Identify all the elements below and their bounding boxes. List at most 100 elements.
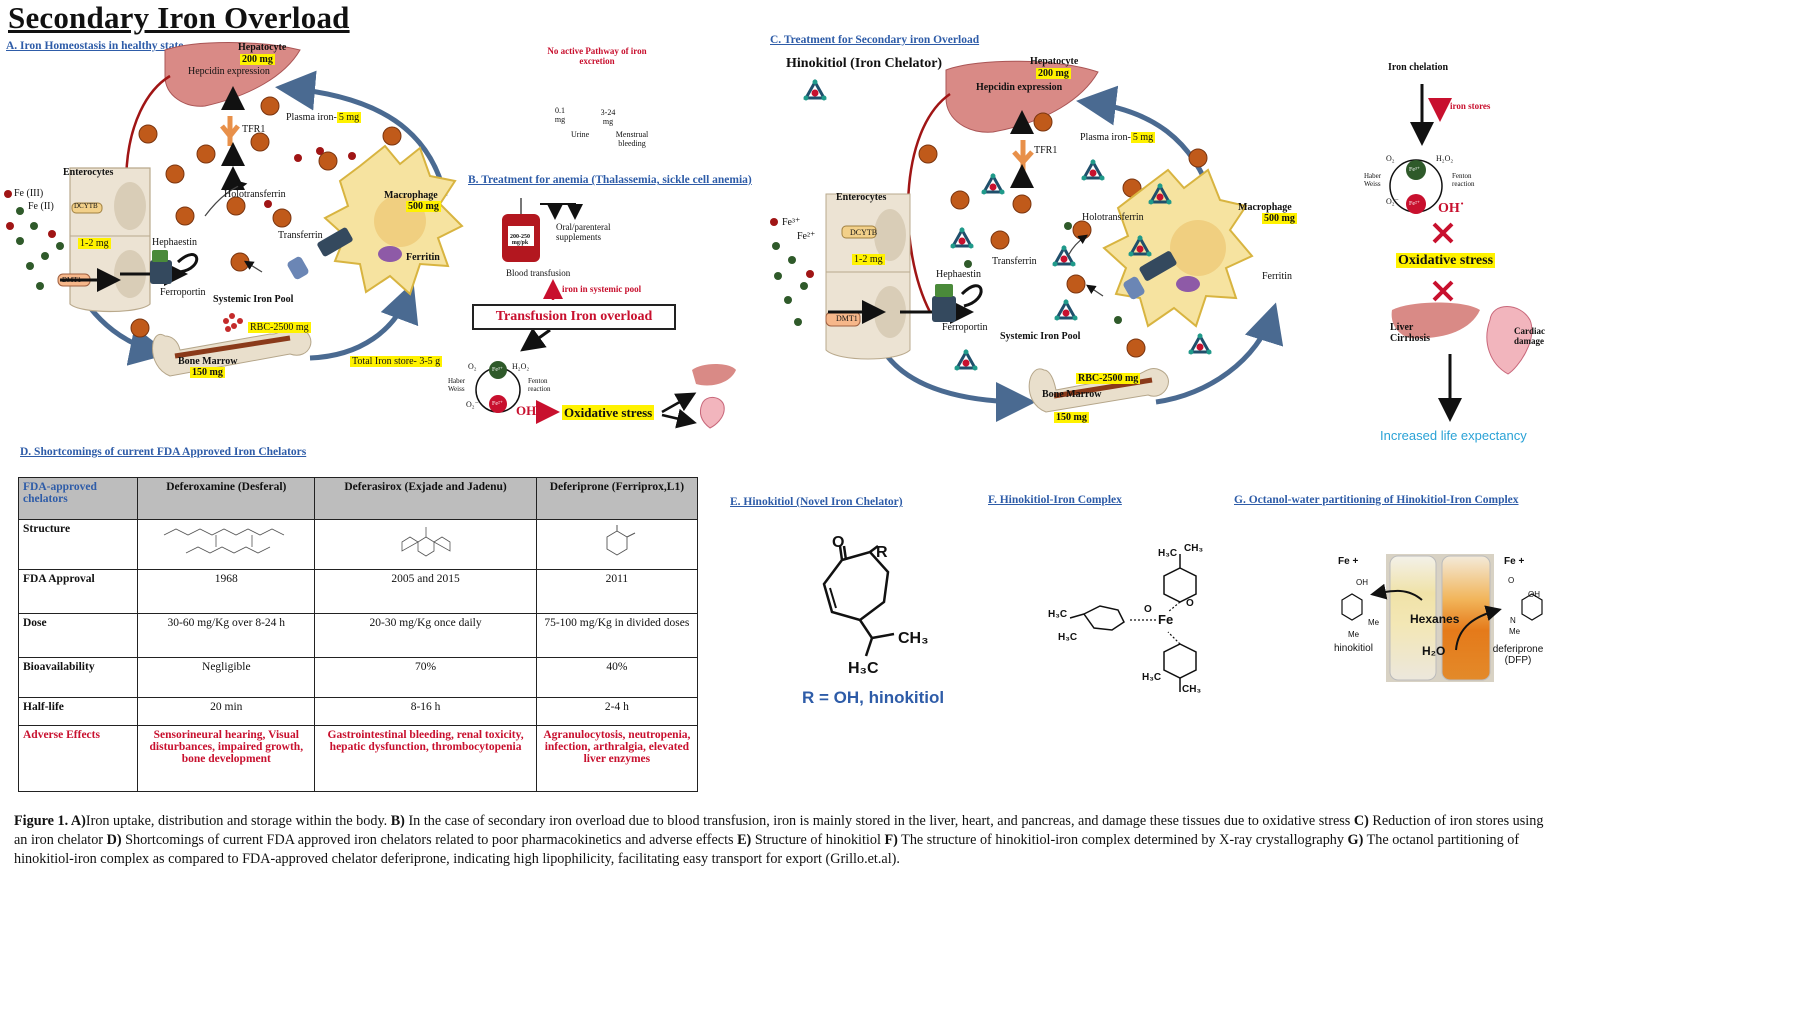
a-fe3-label: Fe (III): [14, 188, 44, 199]
table-row-label: FDA Approval: [17, 569, 139, 614]
caption-tag-b: B): [390, 813, 405, 829]
hinokitiol-iron-complex: [1069, 554, 1197, 692]
b-bag-label: 200-250 mg/pk: [510, 234, 530, 246]
c-fe2-label: Fe²⁺: [797, 231, 816, 242]
caption-text-g: The octanol partitioning of hinokitiol-i…: [14, 832, 1520, 867]
e-ch3-label: CH₃: [898, 630, 929, 647]
a-dcytb-label: DCYTB: [74, 202, 98, 210]
f-o-label: O: [1144, 604, 1152, 615]
table-row: Half-life 20 min 8-16 h 2-4 h: [17, 697, 699, 726]
c-heart-icon: [1486, 306, 1533, 375]
c-o2-label: O₂: [1386, 154, 1395, 163]
caption-tag-c: C): [1353, 813, 1369, 829]
b-heart-icon: [699, 397, 725, 429]
c-transferrin-label: Transferrin: [992, 256, 1037, 267]
a-absorb-mg: 1-2 mg: [78, 238, 111, 249]
c-haber-label: Haber Weiss: [1364, 172, 1382, 188]
a-mens-label: Menstrual bleeding: [615, 130, 649, 148]
b-transfusion-box: Transfusion Iron overload: [472, 304, 676, 330]
g-n-label: N: [1510, 616, 1516, 625]
a-no-excretion: No active Pathway of iron excretion: [547, 46, 647, 66]
caption-tag-e: E): [737, 832, 752, 848]
structure-deferasirox: [314, 519, 537, 570]
a-hepcidin-label: Hepcidin expression: [188, 66, 270, 77]
table-row-label: Structure: [17, 519, 139, 570]
figure-caption: Figure 1. A)Iron uptake, distribution an…: [14, 812, 1559, 869]
g-hinokitiol-label: hinokitiol: [1334, 643, 1373, 654]
b-transfusion-label: Blood transfusion: [506, 268, 571, 278]
c-oxidative-label: Oxidative stress: [1396, 253, 1496, 268]
b-o2m-label: O₂⁻: [466, 400, 479, 409]
deferoxamine-structure-icon: [164, 528, 285, 554]
table-cell: 20 min: [137, 697, 316, 726]
g-me-left-2: Me: [1368, 618, 1380, 627]
g-me-left: Me: [1348, 630, 1360, 639]
c-plasma-label: Plasma iron-: [1080, 132, 1131, 143]
e-h3c-label: H₃C: [848, 660, 879, 677]
c-chelator-label: Hinokitiol (Iron Chelator): [786, 56, 943, 71]
c-fenton-label: Fenton reaction: [1452, 172, 1475, 188]
table-cell: 40%: [535, 657, 699, 698]
panel-g-heading: G. Octanol-water partitioning of Hinokit…: [1234, 494, 1519, 506]
c-macrophage-mg: 500 mg: [1262, 213, 1297, 224]
e-o-label: O: [832, 534, 845, 551]
f-h3c-bottom: H₃C: [1142, 672, 1162, 683]
a-hepatocyte-mg: 200 mg: [240, 54, 275, 65]
c-bone-marrow-mg: 150 mg: [1054, 412, 1089, 423]
table-row: Dose 30-60 mg/Kg over 8-24 h 20-30 mg/Kg…: [17, 613, 699, 658]
c-ferritin-label: Ferritin: [1262, 271, 1292, 282]
c-cardiac-label: Cardiac damage: [1514, 326, 1545, 346]
chelation-flow: [1389, 84, 1533, 422]
f-h3c-left: H₃C: [1048, 609, 1068, 620]
page-title: Secondary Iron Overload: [8, 0, 350, 35]
f-ch3-top: CH₃: [1184, 543, 1204, 554]
b-h2o2-label: H₂O₂: [512, 362, 530, 371]
a-total-store: Total Iron store- 3-5 g: [350, 356, 443, 367]
table-cell: 8-16 h: [314, 697, 537, 726]
c-systemic-pool-label: Systemic Iron Pool: [1000, 331, 1081, 342]
a-tfr1-label: TFR1: [242, 124, 266, 135]
c-h2o2-label: H₂O₂: [1436, 154, 1454, 163]
c-enterocytes-label: Enterocytes: [836, 192, 887, 203]
g-h2o-label: H₂O: [1422, 644, 1446, 658]
c-holotransferrin-label: Holotransferrin: [1082, 212, 1144, 223]
structure-deferoxamine: [137, 519, 316, 570]
caption-tag-f: F): [884, 832, 898, 848]
a-macrophage-label: Macrophage: [384, 190, 438, 201]
c-o2m-label: O₂⁻: [1386, 197, 1399, 206]
g-oh-right: OH: [1528, 590, 1540, 599]
caption-text-f: The structure of hinokitiol-iron complex…: [897, 832, 1348, 848]
caption-lead: Figure 1.: [14, 813, 71, 829]
cycle-arrow-right: [309, 281, 419, 361]
a-mens-amt: 3-24 mg: [600, 108, 616, 126]
a-urine-amt: 0.1 mg: [554, 106, 566, 124]
table-cell: 2011: [535, 569, 699, 614]
c-macrophage-label: Macrophage: [1238, 202, 1292, 213]
c-dcytb-label: DCYTB: [850, 228, 878, 237]
table-row: Structure: [17, 519, 699, 570]
g-oh-label: OH: [1356, 578, 1368, 587]
panel-e-heading: E. Hinokitiol (Novel Iron Chelator): [730, 496, 903, 508]
a-holotransferrin-label: Holotransferrin: [224, 189, 286, 200]
table-cell: 2005 and 2015: [314, 569, 537, 614]
panel-c-diagram: [770, 60, 1284, 422]
b-oxidative-label: Oxidative stress: [562, 405, 655, 420]
table-cell: 30-60 mg/Kg over 8-24 h: [137, 613, 316, 658]
b-oh-label: OH˙: [516, 403, 541, 418]
e-caption: R = OH, hinokitiol: [802, 688, 945, 707]
panel-c-heading: C. Treatment for Secondary iron Overload: [770, 34, 980, 46]
table-cell: Agranulocytosis, neutropenia, infection,…: [535, 725, 699, 792]
b-o2-label: O₂: [468, 362, 477, 371]
caption-text-e: Structure of hinokitiol: [751, 832, 885, 848]
table-cell: 20-30 mg/Kg once daily: [314, 613, 537, 658]
f-o-label-2: O: [1186, 598, 1194, 609]
c-hepatocyte-label: Hepatocyte: [1030, 56, 1079, 67]
c-oh-label: OH˙: [1438, 201, 1465, 216]
bone-marrow-shape: [152, 325, 312, 377]
g-hexanes-label: Hexanes: [1410, 612, 1460, 626]
c-ferroportin-label: Ferroportin: [942, 322, 988, 333]
a-plasma-label: Plasma iron-: [286, 112, 337, 123]
c-hephaestin-label: Hephaestin: [936, 269, 981, 280]
table-cell: 1968: [137, 569, 316, 614]
caption-tag-g: G): [1347, 832, 1364, 848]
